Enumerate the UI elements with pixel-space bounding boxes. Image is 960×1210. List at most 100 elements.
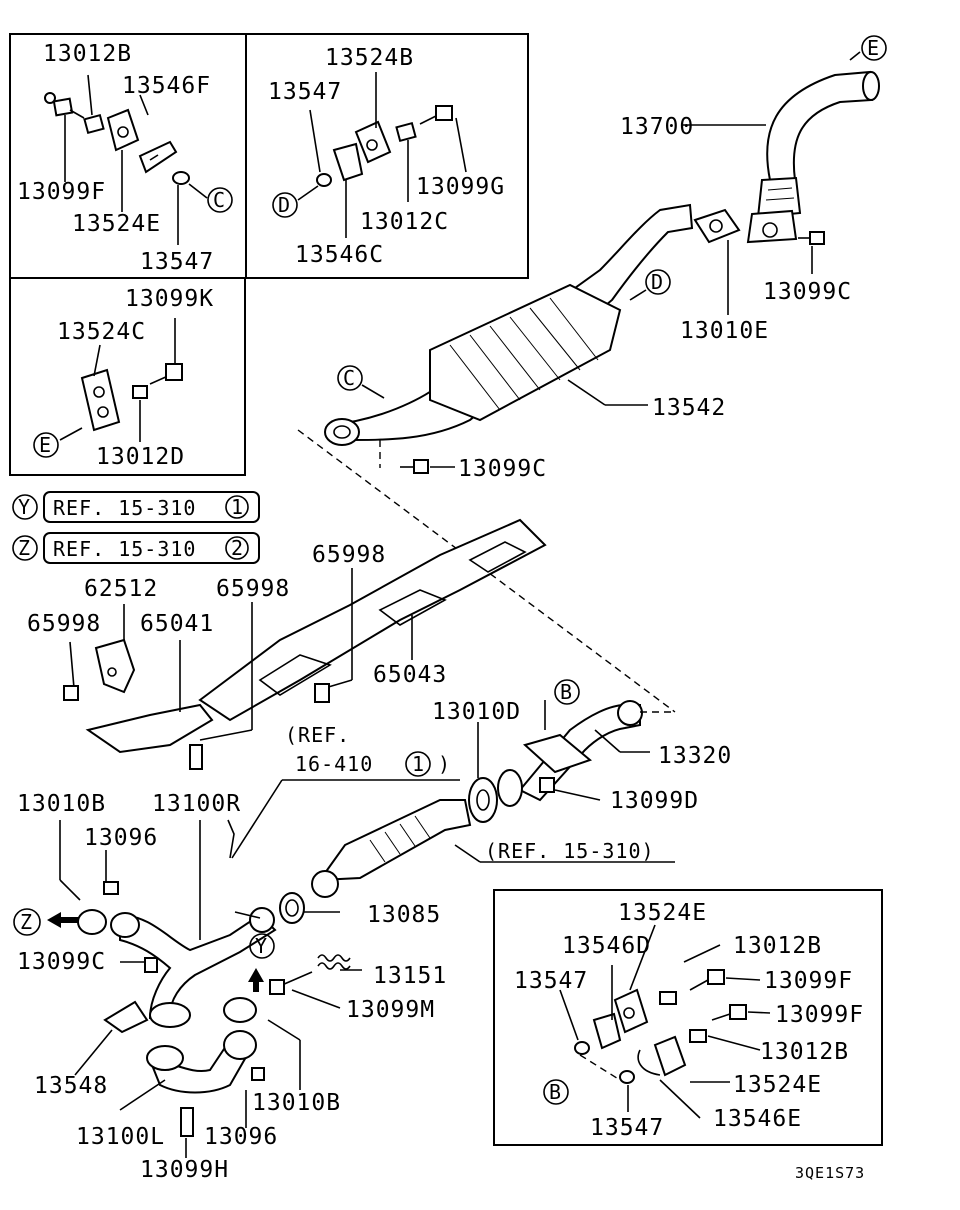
diagram-code: 3QE1S73 [795, 1164, 865, 1182]
bolt-65998-c-part [314, 683, 330, 703]
callout-c-text: C [213, 188, 226, 212]
label-13100R: 13100R [152, 791, 241, 817]
label-13524C: 13524C [57, 319, 146, 345]
label-13524E-a: 13524E [72, 211, 161, 237]
label-65998-a: 65998 [27, 611, 101, 637]
label-r-13099F-b: 13099F [775, 1002, 864, 1028]
ref-z-num: 2 [231, 536, 244, 560]
label-13547-b: 13547 [268, 79, 342, 105]
gasket-13010B-b-part [223, 997, 257, 1023]
label-13099K: 13099K [125, 286, 214, 312]
bolt-13099H-part [180, 1107, 194, 1137]
label-r-13546D: 13546D [562, 933, 651, 959]
ref-z-letter-circle [12, 535, 38, 561]
label-r-13099F-a: 13099F [764, 968, 853, 994]
bolt-13099G-part [419, 105, 453, 125]
label-r-13012B-a: 13012B [733, 933, 822, 959]
mid-left-box [9, 277, 246, 476]
bolt-13099F-part [44, 92, 85, 119]
tailpipe-13700-part [746, 70, 880, 244]
ref-z-text: REF. 15-310 [53, 537, 196, 561]
label-13096-a: 13096 [84, 825, 158, 851]
bolt-13099D-part [539, 777, 555, 793]
label-13099G: 13099G [416, 174, 505, 200]
mount-13524E-br-part [613, 988, 649, 1034]
callout-z-circle [13, 908, 41, 936]
mount-13524B-part [354, 120, 392, 164]
callout-e-text-mid: E [39, 433, 52, 457]
label-13085: 13085 [367, 902, 441, 928]
callout-z-text: Z [20, 910, 33, 934]
label-13012C: 13012C [360, 209, 449, 235]
callout-b-text-bottom: B [549, 1080, 562, 1104]
washer-13547-part [172, 171, 190, 185]
label-13546C: 13546C [295, 242, 384, 268]
label-13099M: 13099M [346, 997, 435, 1023]
bracket-13548-part [103, 1000, 149, 1034]
label-r-13524E-a: 13524E [618, 900, 707, 926]
bolt-13099C-low-part [144, 957, 158, 973]
callout-y-text: Y [255, 934, 268, 958]
alignment-line [297, 429, 676, 713]
washer-13547-br-a [574, 1041, 590, 1055]
mount-13524C-part [80, 368, 121, 432]
ref-y-letter-circle [12, 494, 38, 520]
ref16-num: 1 [412, 752, 425, 776]
collar-13012C-part [395, 121, 417, 143]
bracket-13546C-part [332, 142, 364, 182]
bolt-65998-a-part [63, 685, 79, 701]
front-pipe-13320-part [497, 700, 643, 807]
ref-y-num: 1 [231, 495, 244, 519]
catalytic-converter-part [311, 799, 472, 898]
callout-e-circle-top [861, 35, 887, 61]
arrow-left-z [47, 912, 79, 928]
heat-shield-65043-part [198, 518, 547, 722]
heat-shield-65041-part [85, 703, 214, 754]
label-13099C-c: 13099C [17, 949, 106, 975]
collar-13012B-part [83, 113, 105, 135]
bracket-13546E-part [637, 1049, 661, 1076]
callout-c-circle [207, 187, 233, 213]
label-13151: 13151 [373, 963, 447, 989]
mount-13524E-part [106, 108, 140, 152]
label-13010E: 13010E [680, 318, 769, 344]
collar-13012D-part [132, 385, 148, 399]
bracket-62512-part [94, 638, 136, 694]
label-r-13546E: 13546E [713, 1106, 802, 1132]
label-13100L: 13100L [76, 1124, 165, 1150]
callout-b-circle-top [554, 679, 580, 705]
callout-y-circle [249, 933, 275, 959]
label-13547-a: 13547 [140, 249, 214, 275]
ref16-line2: 16-410 [295, 752, 373, 776]
bracket-13546D-part [592, 1012, 622, 1050]
label-13010B-b: 13010B [252, 1090, 341, 1116]
ref16-line1: (REF. [285, 723, 350, 747]
arrow-up-y [248, 968, 264, 992]
label-13012D: 13012D [96, 444, 185, 470]
callout-b-circle-bottom [543, 1079, 569, 1105]
muffler-13542-part [324, 203, 694, 446]
gasket-13085-part [279, 892, 305, 924]
gasket-13010B-a-part [77, 909, 107, 935]
label-65041: 65041 [140, 611, 214, 637]
callout-c-circle-main [337, 365, 363, 391]
label-r-13547-b: 13547 [590, 1115, 664, 1141]
callout-d-text-top: D [278, 193, 291, 217]
bolt-13099K-part [149, 363, 183, 385]
top-left-box [9, 33, 529, 279]
label-13524B: 13524B [325, 45, 414, 71]
label-13700: 13700 [620, 114, 694, 140]
callout-d-text-main: D [651, 270, 664, 294]
label-65998-b: 65998 [216, 576, 290, 602]
label-13099C-b: 13099C [458, 456, 547, 482]
bolt-65998-b-part [189, 744, 203, 770]
label-65043: 65043 [373, 662, 447, 688]
label-13099D: 13099D [610, 788, 699, 814]
label-62512: 62512 [84, 576, 158, 602]
bottom-right-box [493, 889, 883, 1146]
y-pipe-13100R-part [110, 907, 277, 1028]
ref-z-letter: Z [18, 536, 31, 560]
label-13099F-a: 13099F [17, 179, 106, 205]
